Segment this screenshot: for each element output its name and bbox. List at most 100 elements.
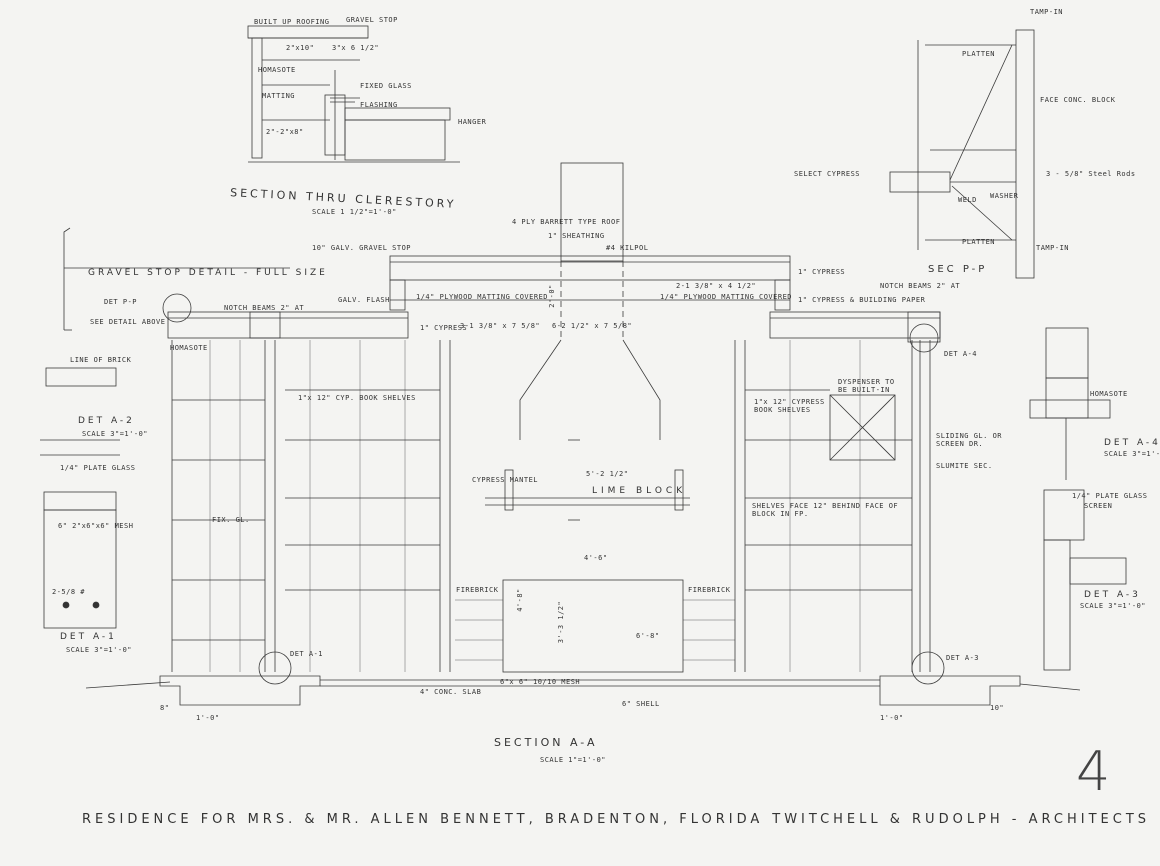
note-cypress-left: 1" CYPRESS xyxy=(420,324,468,332)
note-cypress-building-paper: 1" CYPRESS & BUILDING PAPER xyxy=(798,296,926,304)
title-clerestory-scale: SCALE 1 1/2"=1'-0" xyxy=(312,208,397,216)
dim-2-0: 2'-0" xyxy=(547,284,556,308)
dim-3-13: 3-1 3/8" x 7 5/8" xyxy=(460,322,541,330)
note-homasote-2: HOMASOTE xyxy=(170,344,208,352)
note-platten-bottom: PLATTEN xyxy=(962,238,996,246)
title-det-a2-scale: SCALE 3"=1'-0" xyxy=(82,430,149,438)
ref-det-a4-right: DET A-4 xyxy=(944,350,978,358)
title-block-project: RESIDENCE FOR MRS. & MR. ALLEN BENNETT, … xyxy=(82,812,764,827)
note-book-shelves: 1"x 12" CYP. BOOK SHELVES xyxy=(298,394,416,402)
note-see-detail-above: SEE DETAIL ABOVE xyxy=(90,318,166,326)
note-galv-flash: GALV. FLASH xyxy=(338,296,390,304)
note-cypress-book-shelves: 1"x 12" CYPRESS BOOK SHELVES xyxy=(754,398,825,414)
note-platten: PLATTEN xyxy=(962,50,996,58)
note-face-conc-block: FACE CONC. BLOCK xyxy=(1040,96,1116,104)
note-plate-glass-a2: 1/4" PLATE GLASS xyxy=(60,464,136,472)
note-built-up-roofing: BUILT UP ROOFING xyxy=(254,18,330,26)
title-block-architects: . TWITCHELL & RUDOLPH - ARCHITECTS xyxy=(756,812,1151,827)
note-det-pp: DET P-P xyxy=(104,298,138,306)
note-weld: WELD xyxy=(958,196,977,204)
ground-slab xyxy=(85,323,1081,706)
note-firebrick-left: FIREBRICK xyxy=(456,586,499,594)
note-notch-beams-left: NOTCH BEAMS 2" AT xyxy=(224,304,305,312)
note-pipe-a1: 6" 2"x6"x6" MESH xyxy=(58,522,134,530)
note-galv-gravel-stop: 10" GALV. GRAVEL STOP xyxy=(312,244,412,252)
note-screen-a3: SCREEN xyxy=(1084,502,1113,510)
title-section-aa: SECTION A-A xyxy=(494,736,598,749)
upper-roof xyxy=(389,255,791,311)
note-shell: 6" SHELL xyxy=(622,700,660,708)
sec-pp-detail xyxy=(889,29,1035,279)
note-steel-rods: 3 - 5/8" Steel Rods xyxy=(1046,170,1136,178)
dim-1-0-left: 1'-0" xyxy=(196,714,220,722)
dim-2x2x8: 2"-2"x8" xyxy=(266,128,304,136)
note-fix-gl: FIX. GL. xyxy=(212,516,250,524)
gravel-stop-detail xyxy=(63,227,290,331)
note-homasote-a4: HOMASOTE xyxy=(1090,390,1128,398)
ref-det-a3: DET A-3 xyxy=(946,654,980,662)
note-cypress-1: 1" CYPRESS xyxy=(798,268,846,276)
note-rods-a1: 2-5/8 # xyxy=(52,588,86,596)
title-det-a4-scale: SCALE 3"=1'-0" xyxy=(1104,450,1160,458)
note-firebrick-right: FIREBRICK xyxy=(688,586,731,594)
note-plywood-matting: 1/4" PLYWOOD MATTING COVERED xyxy=(416,293,549,301)
dim-3x6: 3"x 6 1/2" xyxy=(332,44,380,52)
dim-2-13: 2-1 3/8" x 4 1/2" xyxy=(676,282,757,290)
note-cypress-built-in: DYSPENSER TO BE BUILT-IN xyxy=(838,378,895,394)
note-mesh: 6"x 6" 10/10 MESH xyxy=(500,678,581,686)
clerestory-section xyxy=(247,25,460,163)
dim-6-8: 6'-8" xyxy=(636,632,660,640)
note-washer: WASHER xyxy=(990,192,1019,200)
title-det-a3: DET A-3 xyxy=(1084,590,1141,600)
dim-8-left: 8" xyxy=(160,704,170,712)
sheet-number: 4 xyxy=(1076,740,1111,803)
note-lime-block: LIME BLOCK xyxy=(592,486,687,496)
note-line-of-brick: LINE OF BRICK xyxy=(70,356,132,364)
note-tamp-in-bottom: TAMP-IN xyxy=(1036,244,1070,252)
dim-5-2: 5'-2 1/2" xyxy=(586,470,629,478)
note-cypress-mantel: CYPRESS MANTEL xyxy=(472,476,539,484)
note-sliding-gl: SLIDING GL. OR SCREEN DR. xyxy=(936,432,1003,448)
note-homasote: HOMASOTE xyxy=(258,66,296,74)
note-notch-beams: NOTCH BEAMS 2" AT xyxy=(880,282,961,290)
det-a2-detail xyxy=(40,367,120,456)
note-kilpol: #4 KILPOL xyxy=(606,244,649,252)
title-det-a2: DET A-2 xyxy=(78,416,135,426)
note-select-cypress: SELECT CYPRESS xyxy=(794,170,861,178)
title-det-a4: DET A-4 xyxy=(1104,438,1160,448)
lower-roof-right xyxy=(769,311,941,343)
note-hanger: HANGER xyxy=(458,118,487,126)
dim-6-2: 6-2 1/2" x 7 5/8" xyxy=(552,322,633,330)
det-a1-detail xyxy=(43,491,117,629)
note-shelves-face: SHELVES FACE 12" BEHIND FACE OF BLOCK IN… xyxy=(752,502,899,518)
note-fixed-glass: FIXED GLASS xyxy=(360,82,412,90)
det-a3-detail xyxy=(1043,489,1127,671)
note-plywood-matting-right: 1/4" PLYWOOD MATTING COVERED xyxy=(660,293,793,301)
dim-1-0-right: 1'-0" xyxy=(880,714,904,722)
note-matting: MATTING xyxy=(262,92,296,100)
note-flashing: FLASHING xyxy=(360,101,398,109)
chimney xyxy=(519,162,661,440)
lower-roof-left xyxy=(167,311,409,339)
note-sheathing: 1" SHEATHING xyxy=(548,232,605,240)
title-det-a3-scale: SCALE 3"=1'-0" xyxy=(1080,602,1147,610)
title-section-aa-scale: SCALE 1"=1'-0" xyxy=(540,756,607,764)
dim-4-8: 4'-8" xyxy=(515,588,524,612)
dim-4-6: 4'-6" xyxy=(584,554,608,562)
note-conc-slab: 4" CONC. SLAB xyxy=(420,688,482,696)
title-sec-pp: SEC P-P xyxy=(928,264,988,275)
dim-3-3: 3'-3 1/2" xyxy=(557,600,566,644)
note-plate-glass-a3: 1/4" PLATE GLASS xyxy=(1072,492,1148,500)
note-roof-4ply: 4 PLY BARRETT TYPE ROOF xyxy=(512,218,621,226)
dim-10-right: 10" xyxy=(990,704,1005,712)
ref-det-a1: DET A-1 xyxy=(290,650,324,658)
det-a4-detail xyxy=(1029,327,1111,480)
dim-2x10: 2"x10" xyxy=(286,44,315,52)
note-slumite: SLUMITE SEC. xyxy=(936,462,993,470)
title-det-a1: DET A-1 xyxy=(60,632,117,642)
note-tamp-in-top: TAMP-IN xyxy=(1030,8,1064,16)
section-walls xyxy=(171,340,931,673)
title-det-a1-scale: SCALE 3"=1'-0" xyxy=(66,646,133,654)
